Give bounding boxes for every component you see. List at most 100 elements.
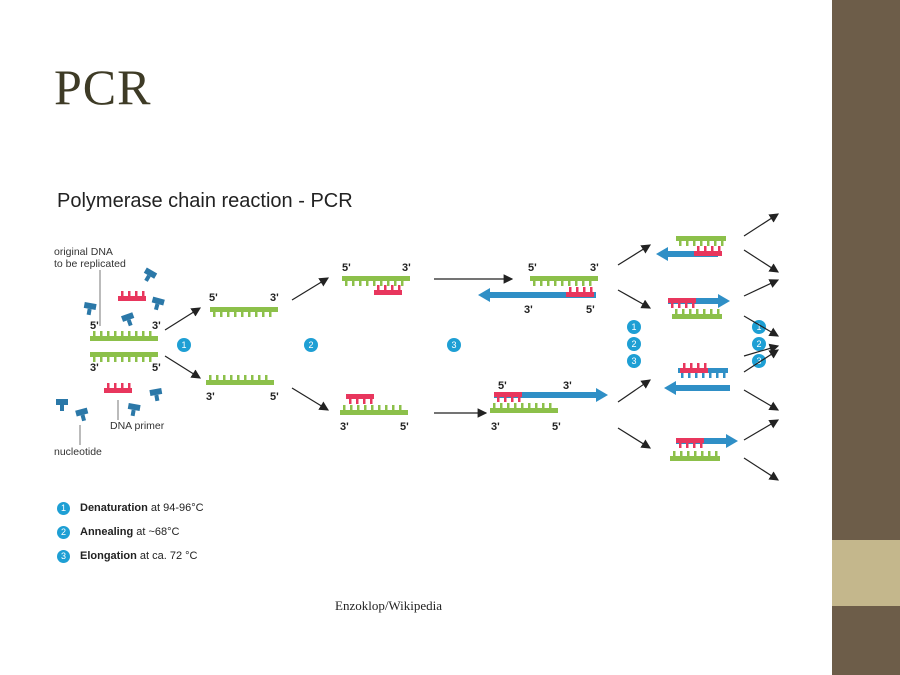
base-tooth — [700, 241, 703, 246]
base-tooth — [549, 403, 552, 408]
nucleotide-base — [60, 405, 64, 411]
base-tooth — [696, 309, 699, 314]
base-tooth — [701, 451, 704, 456]
cycle2-new-strand — [668, 294, 730, 308]
legend-detail: at ca. 72 °C — [136, 550, 198, 562]
base-tooth — [359, 281, 362, 286]
base-tooth — [493, 403, 496, 408]
base-tooth — [128, 331, 131, 336]
label-dna-primer: DNA primer — [110, 420, 165, 432]
legend-term: Denaturation — [80, 502, 148, 514]
end-label: 5' — [552, 421, 561, 433]
base-tooth — [265, 375, 268, 380]
base-tooth — [352, 281, 355, 286]
base-tooth — [690, 363, 693, 368]
base-tooth — [248, 312, 251, 317]
base-tooth — [343, 405, 346, 410]
base-tooth — [673, 451, 676, 456]
base-tooth — [497, 397, 500, 402]
base-tooth — [697, 363, 700, 368]
elongation-primer-top — [566, 287, 594, 297]
strand-backbone — [90, 336, 158, 341]
cycle2-new-strand — [676, 434, 738, 448]
base-tooth — [269, 312, 272, 317]
nucleotide-base — [144, 274, 151, 282]
base-tooth — [394, 281, 397, 286]
base-tooth — [683, 363, 686, 368]
base-tooth — [521, 403, 524, 408]
end-label: 5' — [400, 421, 409, 433]
base-tooth — [121, 357, 124, 362]
base-tooth — [703, 309, 706, 314]
elongation-primer-bottom — [494, 392, 522, 402]
base-tooth — [704, 246, 707, 251]
output-arrow — [743, 419, 780, 441]
base-tooth — [135, 291, 138, 296]
cycle2-template — [672, 309, 722, 319]
sidebar-accent — [832, 540, 900, 606]
base-tooth — [693, 443, 696, 448]
end-label: 3' — [524, 304, 533, 316]
end-label: 5' — [270, 391, 279, 403]
strand-backbone — [530, 276, 598, 281]
legend-number: 1 — [57, 501, 70, 515]
strand-backbone — [490, 408, 558, 413]
base-tooth — [121, 291, 124, 296]
base-tooth — [689, 309, 692, 314]
end-label: 5' — [90, 320, 99, 332]
process-arrow — [291, 387, 330, 411]
base-tooth — [685, 303, 688, 308]
nucleotide-icon — [127, 403, 141, 417]
cycle2-primer — [694, 246, 722, 256]
cycle2-new-strand — [656, 247, 718, 261]
end-label: 5' — [528, 262, 537, 274]
base-tooth — [507, 403, 510, 408]
strand-backbone — [206, 380, 274, 385]
strand-backbone — [694, 251, 722, 256]
output-arrow — [743, 249, 780, 273]
end-label: 3' — [590, 262, 599, 274]
output-arrow — [743, 389, 780, 411]
base-tooth — [710, 309, 713, 314]
strand-backbone — [374, 290, 402, 295]
base-tooth — [694, 451, 697, 456]
nucleotide-base — [86, 308, 92, 316]
end-label: 3' — [270, 292, 279, 304]
base-tooth — [349, 399, 352, 404]
separated-strand-top — [210, 307, 278, 317]
base-tooth — [678, 303, 681, 308]
base-tooth — [554, 281, 557, 286]
legend-detail: at ~68°C — [133, 526, 180, 538]
base-tooth — [142, 357, 145, 362]
annealed-primer-bottom — [346, 394, 374, 404]
end-label: 3' — [491, 421, 500, 433]
base-tooth — [401, 281, 404, 286]
base-tooth — [514, 403, 517, 408]
base-tooth — [399, 405, 402, 410]
process-arrow — [164, 355, 202, 379]
step-circle-3: 3 — [447, 338, 461, 352]
base-tooth — [575, 281, 578, 286]
base-tooth — [542, 403, 545, 408]
nucleotide-icon — [151, 296, 165, 311]
strand-backbone — [104, 388, 132, 393]
base-tooth — [398, 285, 401, 290]
base-tooth — [708, 451, 711, 456]
base-tooth — [234, 312, 237, 317]
annealed-template-top — [342, 276, 410, 286]
nucleotide-base — [126, 319, 133, 327]
base-tooth — [357, 405, 360, 410]
base-tooth — [717, 309, 720, 314]
base-tooth — [686, 443, 689, 448]
nucleotide-icon — [75, 407, 89, 422]
cycle2-template — [670, 451, 720, 461]
end-label: 3' — [563, 380, 572, 392]
step-circle-2: 2 — [304, 338, 318, 352]
step-circle-3: 3 — [627, 354, 641, 368]
base-tooth — [114, 357, 117, 362]
base-tooth — [569, 287, 572, 292]
base-tooth — [149, 357, 152, 362]
end-label: 3' — [90, 362, 99, 374]
